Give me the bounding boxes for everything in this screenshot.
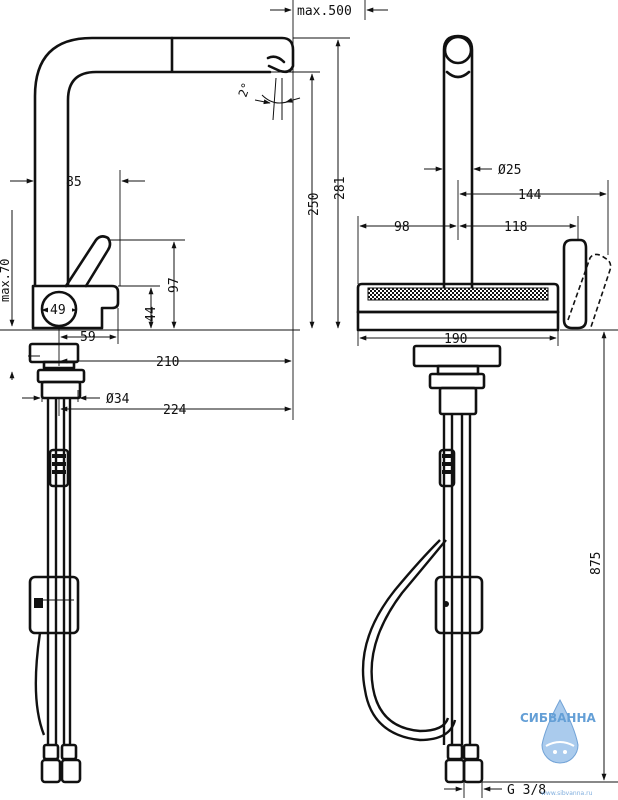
spout-outer — [33, 36, 295, 287]
fitting-right-b — [462, 743, 480, 761]
fitting-left-b — [60, 743, 78, 761]
dim-875: 875 — [589, 552, 604, 575]
dim-dia-34: Ø34 — [106, 392, 130, 407]
hose-connector-front — [438, 448, 456, 488]
sibvanna-logo: СИБВАННА www.sibvanna.ru — [520, 698, 597, 797]
control-grille — [367, 287, 549, 301]
base-lower — [356, 310, 560, 332]
lever — [64, 235, 112, 288]
pullout-hose-outer — [361, 539, 457, 742]
pullout-hose-inner — [370, 539, 450, 733]
logo-url: www.sibvanna.ru — [541, 790, 593, 797]
side-lever — [562, 238, 588, 330]
dim-281: 281 — [333, 177, 348, 200]
dim-59: 59 — [80, 330, 96, 345]
mounting-shank-front — [438, 386, 478, 416]
dim-224: 224 — [163, 403, 187, 418]
spout-inner — [66, 36, 272, 287]
fitting-left-a — [42, 743, 60, 761]
dim-250: 250 — [307, 193, 322, 216]
fitting-right-c — [444, 758, 466, 784]
hose-weight — [28, 575, 80, 635]
mounting-plate-front — [412, 344, 502, 368]
front-view: Ø25 144 98 118 190 875 G 3/8 — [356, 34, 618, 798]
fitting-left-d — [60, 758, 82, 784]
spout-head-curve — [445, 70, 471, 79]
dim-max-500: max.500 — [297, 4, 352, 19]
supply-rods-front — [442, 414, 472, 745]
side-lever-alt — [567, 253, 612, 331]
supply-rods — [46, 398, 72, 745]
mounting-nut — [36, 368, 86, 384]
dim-118: 118 — [504, 220, 527, 235]
dim-dia-25: Ø25 — [498, 163, 521, 178]
mounting-plate — [28, 342, 80, 364]
dim-144: 144 — [518, 188, 542, 203]
dim-85: 85 — [66, 175, 82, 190]
hose-weight-front — [434, 575, 484, 635]
side-view: max.500 2° 85 max.70 250 281 97 44 — [0, 0, 388, 784]
dim-44: 44 — [144, 306, 159, 322]
fitting-right-d — [462, 758, 484, 784]
base-plate — [356, 282, 560, 314]
dim-49: 49 — [50, 303, 66, 318]
fitting-right-a — [446, 743, 464, 761]
hose-connector — [48, 448, 70, 488]
faucet-body — [31, 284, 120, 330]
water-drop-icon — [541, 698, 579, 764]
dim-2-deg: 2° — [236, 81, 254, 99]
dim-98: 98 — [394, 220, 410, 235]
dim-210: 210 — [156, 355, 179, 370]
spray-head-tip — [266, 55, 286, 64]
dim-190: 190 — [444, 332, 467, 347]
fitting-left-c — [40, 758, 62, 784]
dim-97: 97 — [167, 277, 182, 293]
dim-g-3-8: G 3/8 — [507, 783, 546, 798]
spout-head — [443, 35, 473, 65]
mounting-shank — [40, 380, 82, 400]
dim-max-70: max.70 — [0, 259, 12, 302]
mounting-nut-front — [428, 372, 486, 390]
hose-loop — [34, 632, 46, 736]
logo-name: СИБВАННА — [520, 711, 597, 725]
